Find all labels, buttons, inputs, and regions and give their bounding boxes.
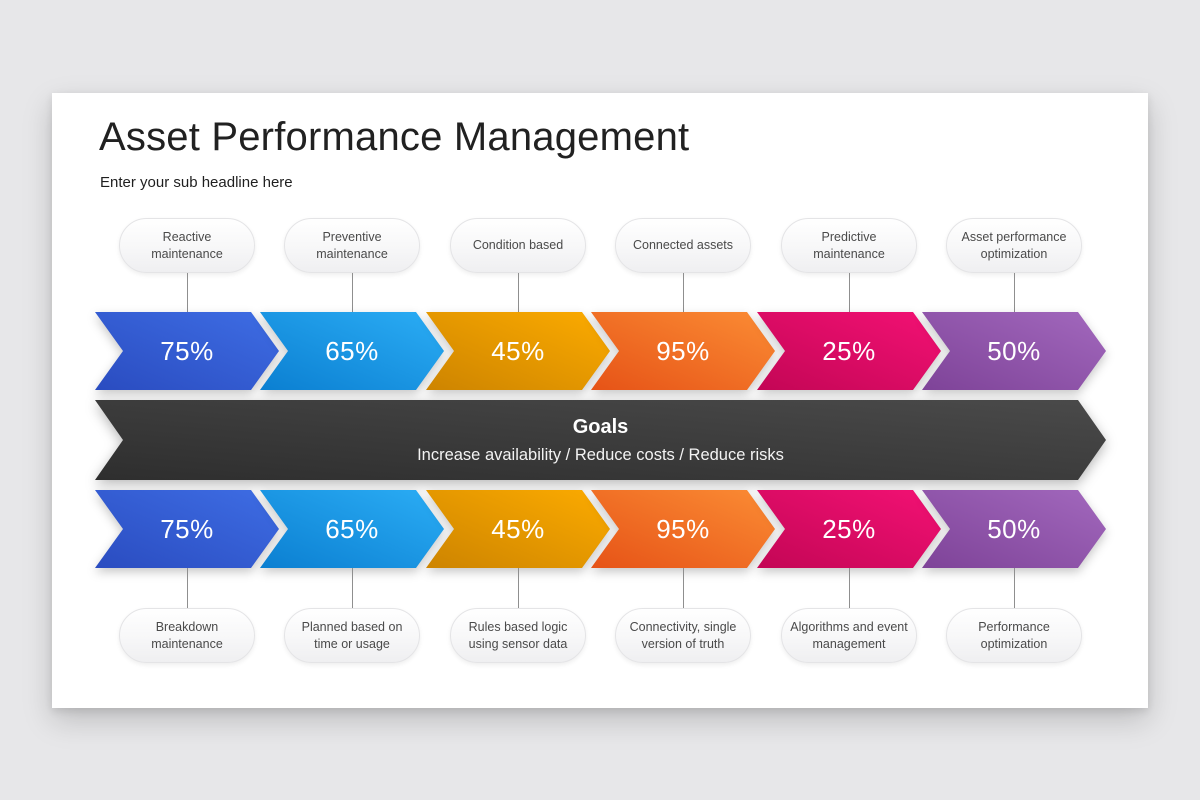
arrow-segment: 65% — [260, 312, 444, 390]
chevron-arrow: 75% — [95, 312, 279, 390]
connector-line — [352, 273, 353, 312]
arrow-value: 75% — [160, 335, 214, 366]
connector-line — [849, 568, 850, 608]
bottom-label-text: Breakdown maintenance — [151, 619, 223, 651]
connector-line — [518, 273, 519, 312]
top-label-text: Predictive maintenance — [813, 229, 885, 261]
bottom-label-text: Connectivity, single version of truth — [629, 619, 737, 651]
bottom-label-pill: Performance optimization — [946, 608, 1082, 663]
arrow-value: 65% — [325, 513, 379, 544]
chevron-arrow: 65% — [260, 490, 444, 568]
chevron-arrow: 25% — [757, 490, 941, 568]
page-subtitle: Enter your sub headline here — [100, 174, 293, 191]
arrow-value: 95% — [656, 513, 710, 544]
slide-canvas: Asset Performance Management Enter your … — [52, 93, 1148, 708]
arrow-value: 25% — [822, 335, 876, 366]
top-label-pill: Condition based — [450, 218, 586, 273]
connector-line — [683, 273, 684, 312]
connector-line — [1014, 273, 1015, 312]
arrow-segment: 25% — [757, 490, 941, 568]
arrow-segment: 75% — [95, 490, 279, 568]
connector-line — [849, 273, 850, 312]
top-label-text: Connected assets — [632, 238, 734, 253]
arrow-segment: 50% — [922, 312, 1106, 390]
arrow-segment: 95% — [591, 312, 775, 390]
chevron-arrow: 50% — [922, 312, 1106, 390]
goals-subtitle: Increase availability / Reduce costs / R… — [417, 445, 784, 464]
top-label-text: Asset performance optimization — [961, 229, 1067, 261]
bottom-label-pill: Breakdown maintenance — [119, 608, 255, 663]
arrow-segment: 95% — [591, 490, 775, 568]
arrow-value: 25% — [822, 513, 876, 544]
top-label-pill: Predictive maintenance — [781, 218, 917, 273]
top-label-pill: Reactive maintenance — [119, 218, 255, 273]
connector-line — [683, 568, 684, 608]
goals-banner-shape: Goals Increase availability / Reduce cos… — [95, 400, 1106, 480]
chevron-arrow: 25% — [757, 312, 941, 390]
chevron-arrow: 50% — [922, 490, 1106, 568]
arrow-value: 65% — [325, 335, 379, 366]
top-label-pill: Asset performance optimization — [946, 218, 1082, 273]
top-label-pill: Preventive maintenance — [284, 218, 420, 273]
bottom-label-pill: Algorithms and event management — [781, 608, 917, 663]
chevron-arrow: 95% — [591, 312, 775, 390]
connector-line — [187, 568, 188, 608]
chevron-arrow: 45% — [426, 490, 610, 568]
connector-line — [1014, 568, 1015, 608]
connector-line — [187, 273, 188, 312]
chevron-arrow: 65% — [260, 312, 444, 390]
connector-line — [352, 568, 353, 608]
bottom-label-text: Planned based on time or usage — [301, 619, 403, 651]
arrow-segment: 75% — [95, 312, 279, 390]
page-title: Asset Performance Management — [99, 115, 690, 159]
bottom-label-text: Algorithms and event management — [790, 619, 908, 651]
arrow-value: 45% — [491, 513, 545, 544]
bottom-label-text: Performance optimization — [978, 619, 1050, 651]
bottom-label-pill: Rules based logic using sensor data — [450, 608, 586, 663]
arrow-value: 50% — [987, 513, 1041, 544]
chevron-arrow: 45% — [426, 312, 610, 390]
top-label-text: Condition based — [472, 238, 564, 253]
bottom-label-pill: Connectivity, single version of truth — [615, 608, 751, 663]
arrow-segment: 25% — [757, 312, 941, 390]
top-label-text: Preventive maintenance — [316, 229, 388, 261]
arrow-value: 75% — [160, 513, 214, 544]
arrow-segment: 50% — [922, 490, 1106, 568]
top-label-pill: Connected assets — [615, 218, 751, 273]
connector-line — [518, 568, 519, 608]
arrow-segment: 65% — [260, 490, 444, 568]
goals-title: Goals — [572, 415, 629, 438]
arrow-value: 95% — [656, 335, 710, 366]
chevron-arrow: 95% — [591, 490, 775, 568]
arrow-segment: 45% — [426, 490, 610, 568]
arrow-value: 45% — [491, 335, 545, 366]
bottom-label-text: Rules based logic using sensor data — [468, 619, 568, 651]
bottom-label-pill: Planned based on time or usage — [284, 608, 420, 663]
arrow-segment: 45% — [426, 312, 610, 390]
goals-banner: Goals Increase availability / Reduce cos… — [95, 400, 1106, 480]
arrow-value: 50% — [987, 335, 1041, 366]
top-label-text: Reactive maintenance — [151, 229, 223, 261]
chevron-arrow: 75% — [95, 490, 279, 568]
